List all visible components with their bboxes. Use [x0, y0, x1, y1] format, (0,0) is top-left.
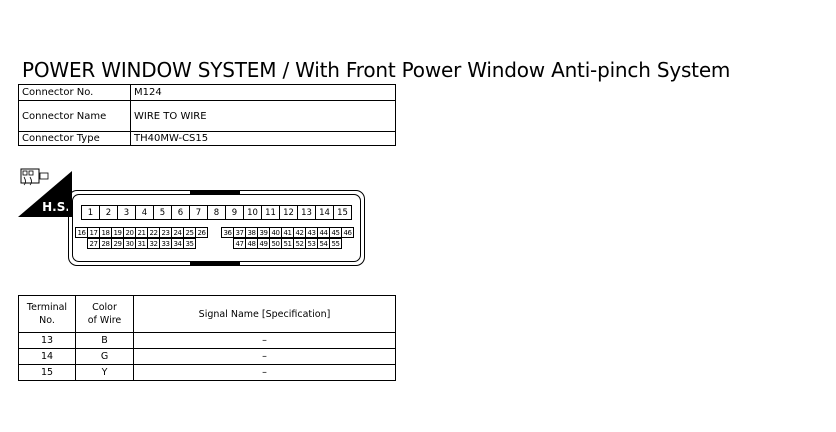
harness-side-icon: H.S. [18, 163, 72, 217]
pin-9: 9 [225, 205, 244, 220]
color-header-line1: Color [92, 302, 117, 313]
connector-top-key [190, 191, 240, 195]
terminal-cell-signal: – [133, 364, 396, 381]
terminal-cell-color: B [75, 332, 134, 349]
pin-4: 4 [135, 205, 154, 220]
connector-name-label: Connector Name [18, 100, 131, 132]
pin-11: 11 [261, 205, 280, 220]
terminal-cell-color: G [75, 348, 134, 365]
terminal-table-header: Terminal No. Color of Wire Signal Name [… [18, 295, 396, 333]
connector-name-row: Connector Name WIRE TO WIRE [18, 100, 396, 132]
pin-5: 5 [153, 205, 172, 220]
connector-no-label: Connector No. [18, 84, 131, 101]
connector-no-value: M124 [130, 84, 396, 101]
connector-type-value: TH40MW-CS15 [130, 131, 396, 146]
terminal-table: Terminal No. Color of Wire Signal Name [… [18, 295, 396, 381]
pin-3: 3 [117, 205, 136, 220]
pin-13: 13 [297, 205, 316, 220]
pin-55: 55 [329, 238, 342, 249]
terminal-cell-terminal: 15 [18, 364, 76, 381]
terminal-cell-terminal: 14 [18, 348, 76, 365]
connector-info-table: Connector No. M124 Connector Name WIRE T… [18, 84, 396, 146]
pin-6: 6 [171, 205, 190, 220]
connector-no-row: Connector No. M124 [18, 84, 396, 101]
pin-1: 1 [81, 205, 100, 220]
terminal-cell-signal: – [133, 332, 396, 349]
connector-bottom-key [190, 261, 240, 265]
signal-header: Signal Name [Specification] [133, 295, 396, 333]
terminal-header-line2: No. [39, 315, 55, 326]
page-title: POWER WINDOW SYSTEM / With Front Power W… [22, 58, 731, 82]
color-header-line2: of Wire [87, 315, 122, 326]
connector-type-row: Connector Type TH40MW-CS15 [18, 131, 396, 146]
pin-10: 10 [243, 205, 262, 220]
terminal-cell-signal: – [133, 348, 396, 365]
pin-46: 46 [341, 227, 354, 238]
color-header: Color of Wire [75, 295, 134, 333]
hs-label: H.S. [42, 200, 70, 214]
pin-2: 2 [99, 205, 118, 220]
pin-26: 26 [195, 227, 208, 238]
pin-8: 8 [207, 205, 226, 220]
connector-outline [68, 190, 365, 266]
terminal-cell-terminal: 13 [18, 332, 76, 349]
terminal-cell-color: Y [75, 364, 134, 381]
pin-12: 12 [279, 205, 298, 220]
terminal-no-header: Terminal No. [18, 295, 76, 333]
connector-name-value: WIRE TO WIRE [130, 100, 396, 132]
connector-type-label: Connector Type [18, 131, 131, 146]
pin-35: 35 [183, 238, 196, 249]
pin-15: 15 [333, 205, 352, 220]
pin-14: 14 [315, 205, 334, 220]
terminal-header-line1: Terminal [26, 302, 68, 313]
pin-7: 7 [189, 205, 208, 220]
